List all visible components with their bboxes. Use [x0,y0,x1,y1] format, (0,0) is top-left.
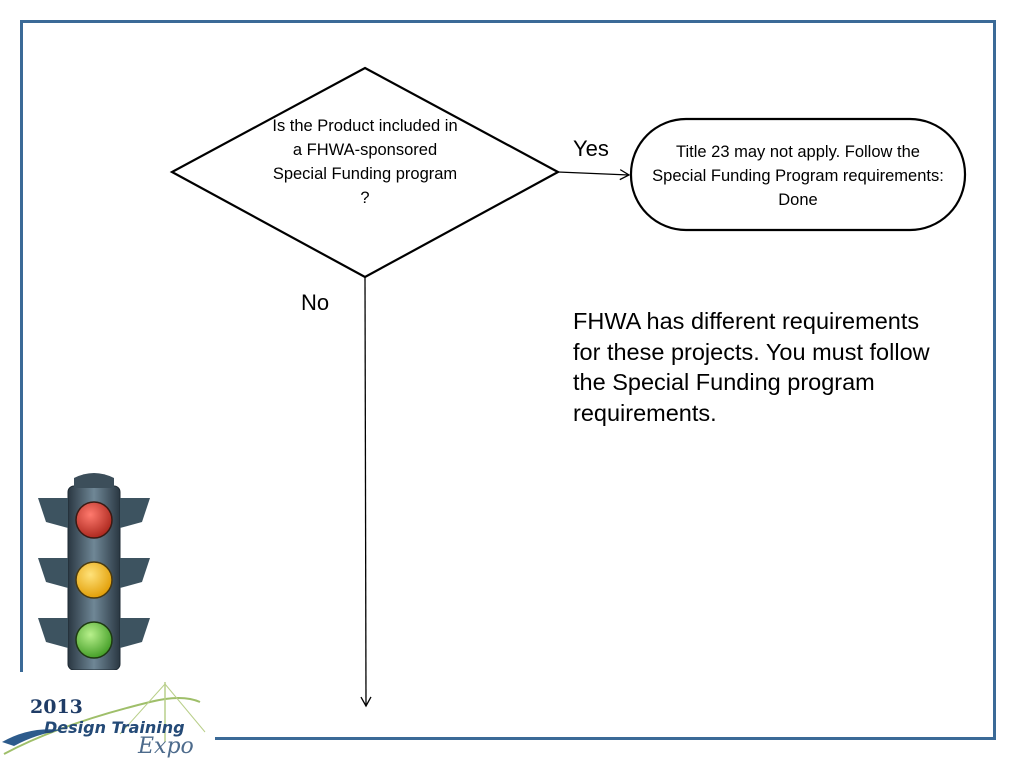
logo-swoosh-icon [2,682,206,755]
yellow-light [75,561,113,599]
expo-logo [0,672,215,768]
slide-frame [20,20,996,740]
terminal-text: Title 23 may not apply. Follow the Speci… [652,143,944,209]
logo-sub: Expo [138,734,194,759]
green-light [75,621,113,659]
terminal-box [629,117,967,232]
traffic-light-icon [38,473,150,670]
no-arrow [360,276,372,708]
yes-arrow [557,169,631,181]
logo-year: 2013 [30,696,83,718]
decision-text: Is the Product included in a FHWA-sponso… [272,117,458,207]
logo-brand: Design Training [44,718,185,737]
yes-label: Yes [573,136,609,161]
note-text: FHWA has different requirements for thes… [573,308,930,426]
no-label: No [301,290,330,315]
red-light [75,501,113,539]
